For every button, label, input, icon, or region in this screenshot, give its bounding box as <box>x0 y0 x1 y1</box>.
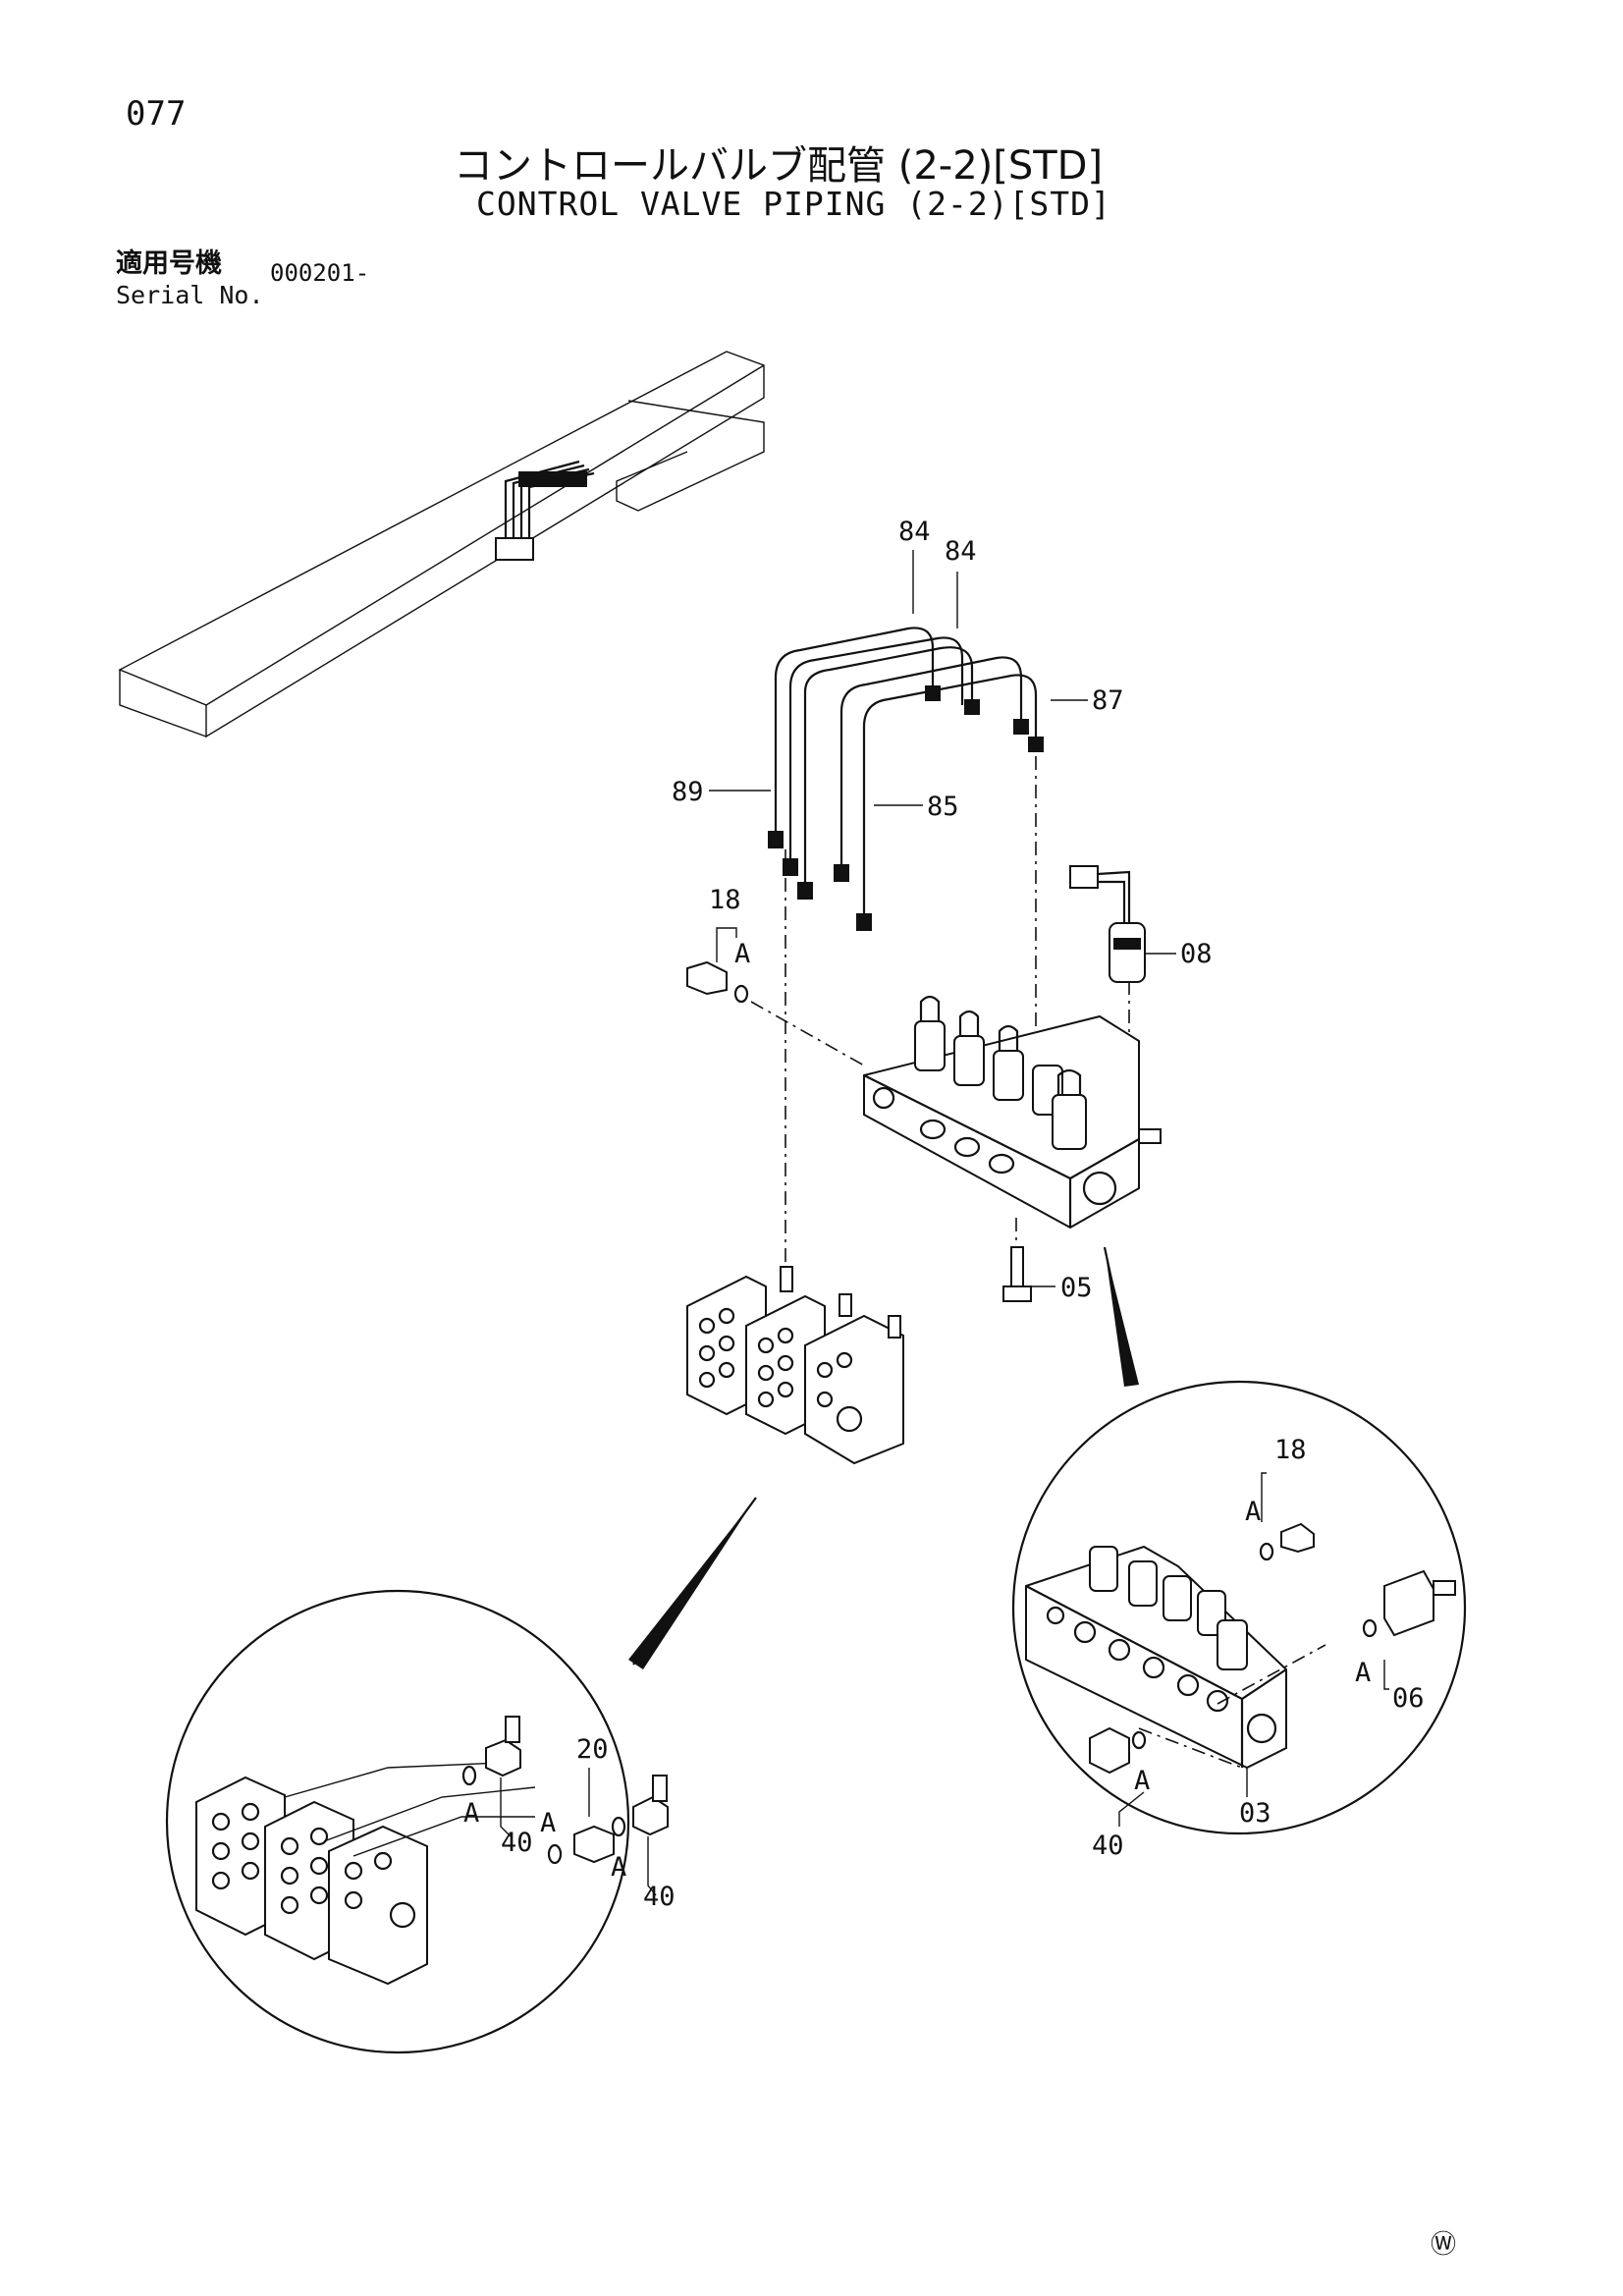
callout-18: 18 <box>709 885 741 915</box>
callout-A: A <box>1355 1658 1371 1688</box>
callout-84: 84 <box>945 536 977 567</box>
detail-view-right <box>1011 1380 1467 1835</box>
control-valve-stack <box>686 1266 904 1465</box>
solenoid-coil-icon <box>914 995 1087 1150</box>
page-number: 077 <box>126 94 187 134</box>
fitting-40-detail-icon <box>1089 1726 1147 1775</box>
fitting-18-detail-icon <box>1259 1522 1315 1561</box>
pipe-nut-icon <box>768 685 1044 931</box>
machine-frame <box>118 351 765 738</box>
publisher-mark: Ⓦ <box>1431 2230 1457 2260</box>
serial-label-japanese: 適用号機 <box>116 248 222 279</box>
callout-20: 20 <box>576 1734 609 1765</box>
valve-port-icon <box>698 1307 863 1433</box>
detail-view-left <box>165 1589 669 2054</box>
callout-A: A <box>463 1798 479 1829</box>
callout-40: 40 <box>501 1828 533 1858</box>
callout-89: 89 <box>672 777 704 807</box>
title-japanese: コントロールバルブ配管 (2-2)[STD] <box>454 143 1104 189</box>
callout-06: 06 <box>1392 1683 1425 1714</box>
callout-84: 84 <box>898 517 931 547</box>
serial-number-value: 000201- <box>270 259 370 287</box>
callout-A: A <box>1134 1766 1150 1796</box>
callout-87: 87 <box>1092 685 1124 716</box>
callout-05: 05 <box>1060 1273 1093 1303</box>
fitting-40-lower-icon <box>632 1775 669 1836</box>
callout-leaders <box>500 550 1389 1896</box>
solenoid-coil-icon <box>1089 1546 1248 1670</box>
serial-label-english: Serial No. <box>116 281 264 309</box>
callout-A: A <box>611 1852 626 1883</box>
pressure-switch-08-icon <box>1069 865 1146 983</box>
title-english: CONTROL VALVE PIPING (2-2)[STD] <box>476 185 1111 223</box>
callout-08: 08 <box>1180 939 1213 969</box>
solenoid-valve-block <box>863 995 1162 1230</box>
callout-85: 85 <box>927 792 959 822</box>
frame-connector-icon <box>495 460 595 561</box>
fitting-18-icon <box>686 960 749 1004</box>
pipe-bundle <box>768 627 1044 931</box>
callout-03: 03 <box>1239 1798 1271 1829</box>
callout-40: 40 <box>643 1882 676 1912</box>
bolt-05-icon <box>1002 1246 1032 1302</box>
callout-A: A <box>1245 1497 1261 1527</box>
fitting-06-icon <box>1362 1569 1456 1638</box>
callout-40: 40 <box>1092 1831 1124 1861</box>
adapter-20-icon <box>547 1816 626 1865</box>
callout-A: A <box>540 1808 556 1838</box>
callout-18: 18 <box>1274 1435 1307 1465</box>
port-fitting-icon <box>919 1119 1162 1175</box>
fitting-40-upper-icon <box>461 1716 521 1786</box>
callout-A: A <box>734 939 750 969</box>
